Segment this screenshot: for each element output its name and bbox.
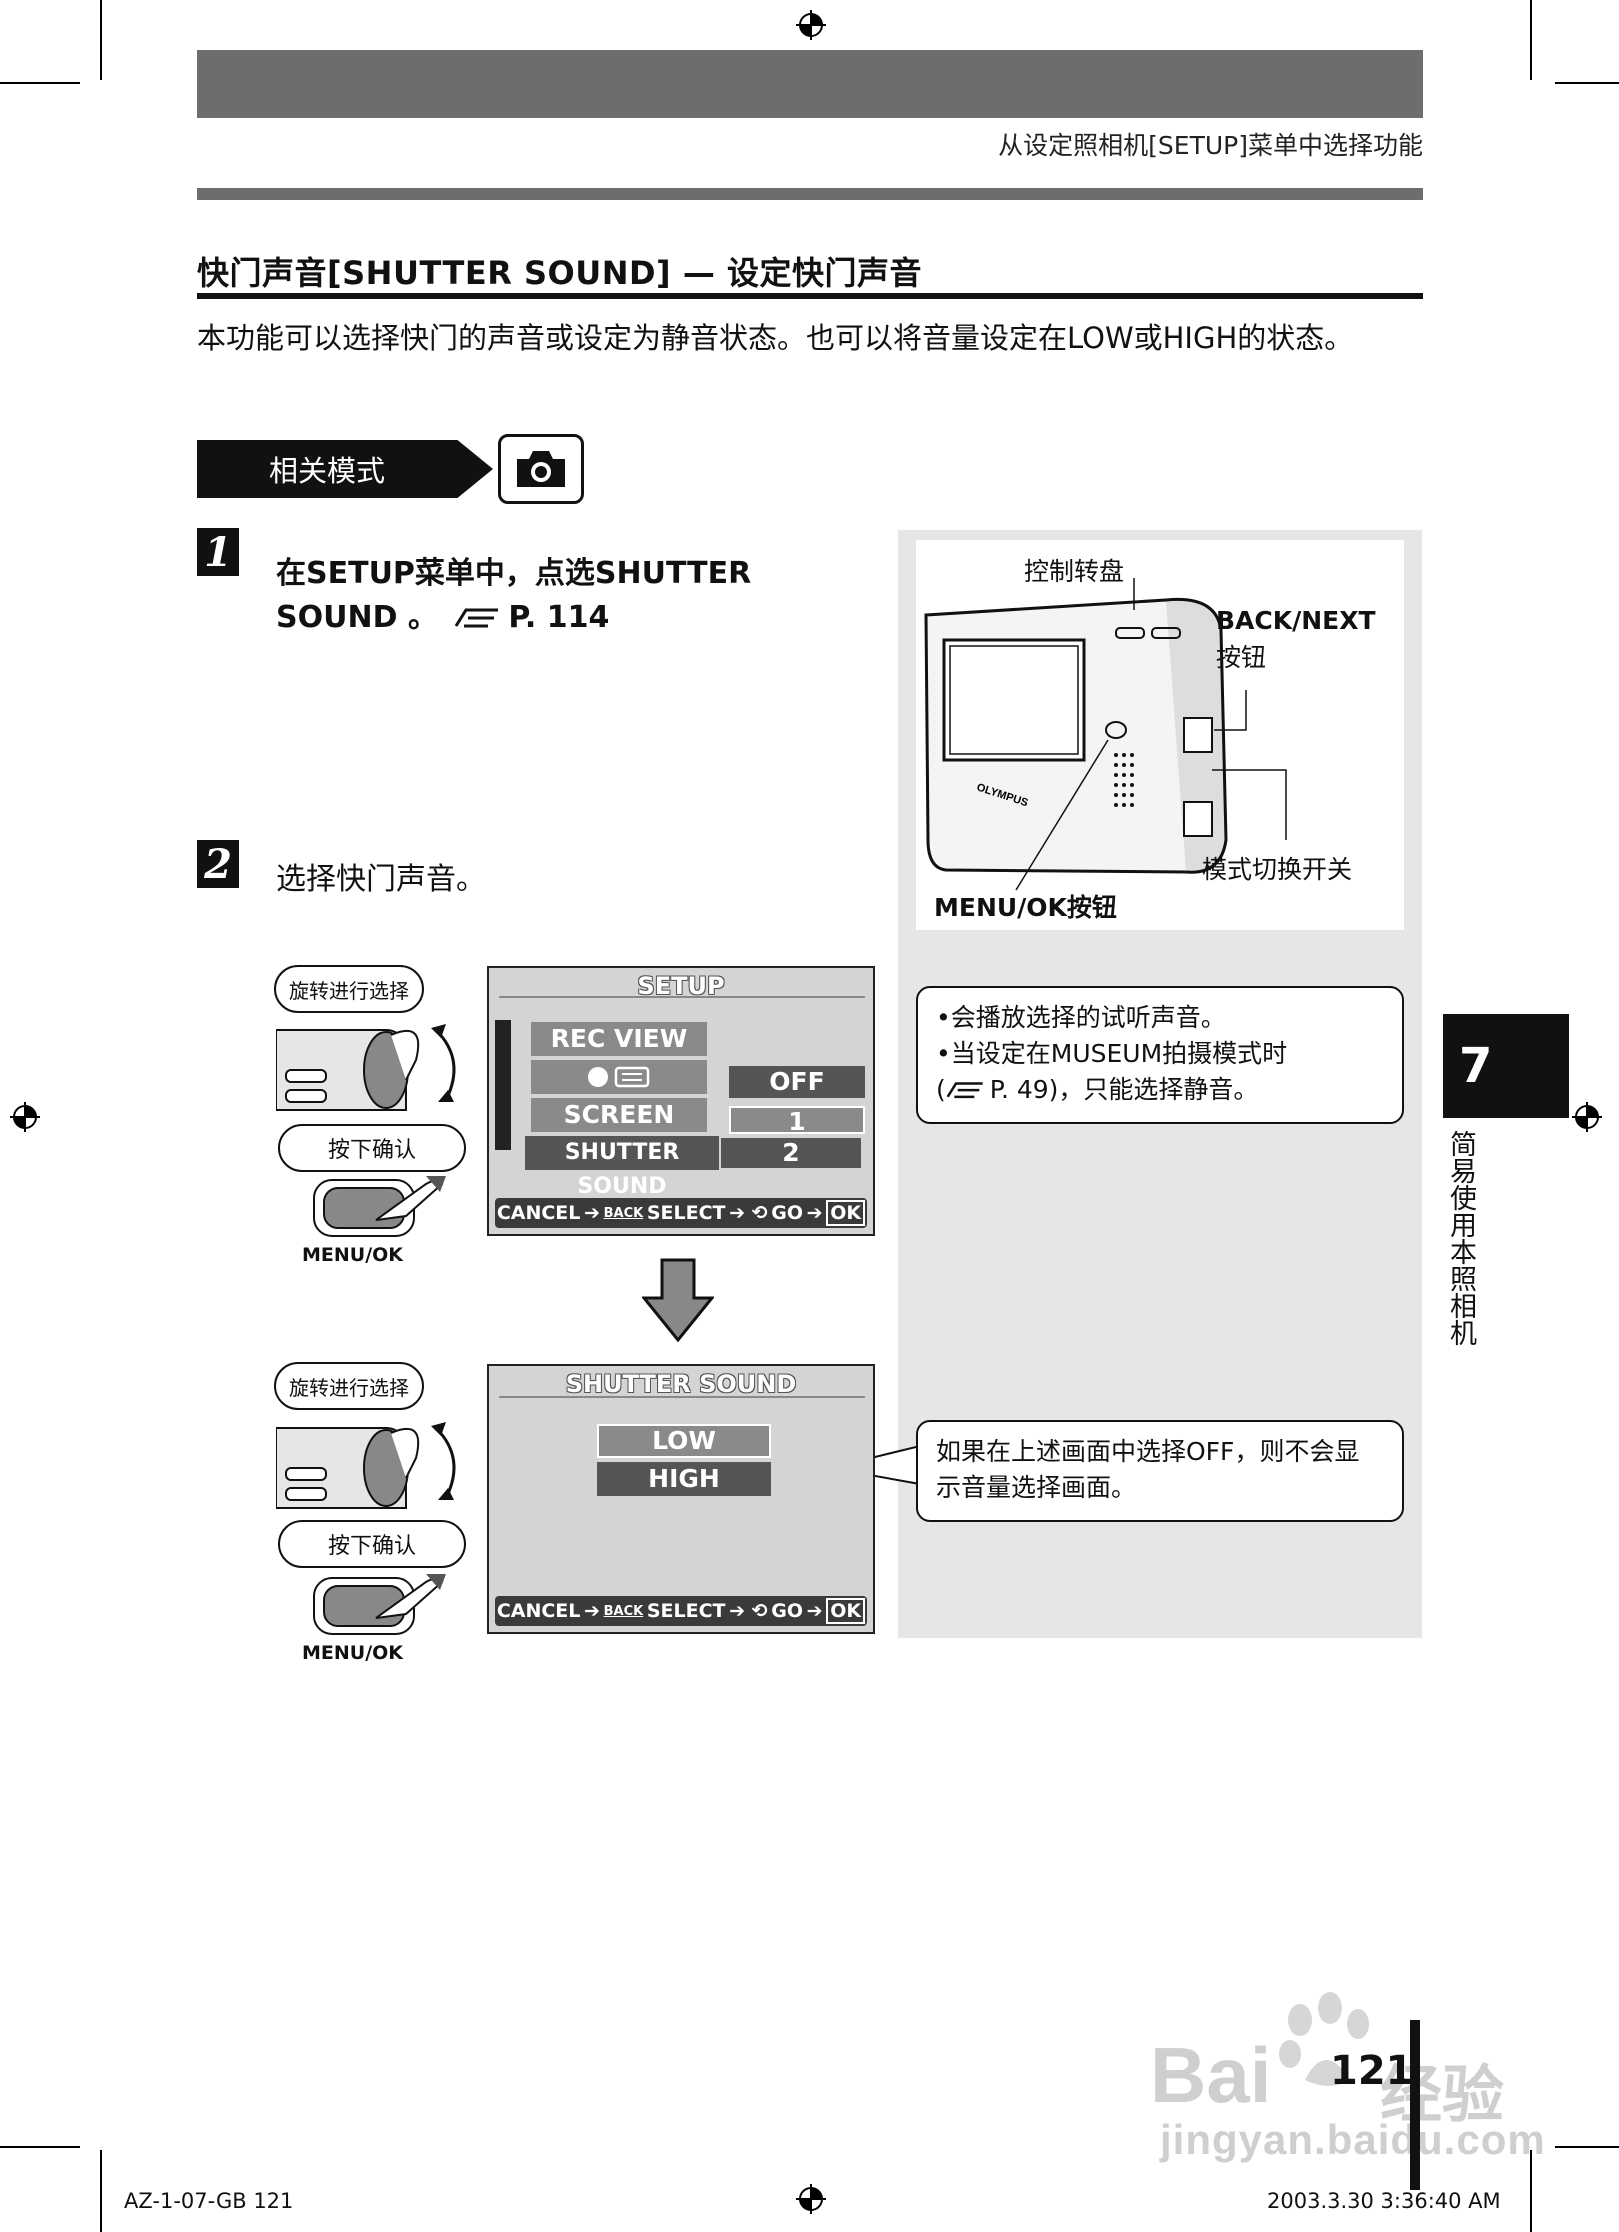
dial-label: 控制转盘 [1024, 557, 1125, 586]
note-box-2: 如果在上述画面中选择OFF，则不会显示音量选择画面。 [916, 1420, 1404, 1522]
crop-mark [1555, 82, 1619, 84]
press-bubble: 按下确认 [278, 1520, 466, 1568]
select-hint: SELECT [646, 1202, 726, 1224]
note-box-1: •会播放选择的试听声音。 •当设定在MUSEUM拍摄模式时 (P. 49)，只能… [916, 986, 1404, 1124]
section-header: 从设定照相机[SETUP]菜单中选择功能 [998, 131, 1423, 160]
option-low[interactable]: LOW [597, 1424, 771, 1458]
crop-mark [1530, 0, 1532, 80]
lcd-footer: CANCEL ➔ BACK SELECT ➔ ⟲ GO ➔ OK [495, 1198, 867, 1228]
header-rule [197, 188, 1423, 200]
crop-mark [100, 2150, 102, 2232]
step-number: 1 [197, 528, 239, 576]
go-hint: GO [771, 1600, 803, 1622]
arrow-icon: ➔ ⟲ [729, 1600, 768, 1622]
back-next-label: BACK/NEXT [1216, 606, 1376, 635]
control-dial-illustration [276, 1024, 456, 1111]
reference-hand-icon [946, 1082, 983, 1099]
menu-ok-caption: MENU/OK [302, 1244, 404, 1266]
lcd-title: SHUTTER SOUND [565, 1370, 797, 1398]
lcd-screen-setup: SETUP REC VIEW SCREEN SHUTTER SOUND OFF … [487, 966, 875, 1236]
option-off[interactable]: OFF [729, 1066, 865, 1098]
lcd-screen-shutter-sound: SHUTTER SOUND LOW HIGH CANCEL ➔ BACK SEL… [487, 1364, 875, 1634]
registration-mark-icon [10, 1102, 40, 1132]
mode-tag: 相关模式 [197, 440, 493, 498]
note-1-line1: •会播放选择的试听声音。 [936, 1003, 1226, 1032]
camera-illustration-box: OLYMPUS 控制转盘 BACK/NEXT 按钮 模式切换开关 MENU/OK… [916, 540, 1404, 930]
crop-mark [100, 0, 102, 80]
paw-logo-icon [1279, 1992, 1369, 2086]
step-1-text: 在SETUP菜单中，点选SHUTTER SOUND 。 P. 114 [276, 552, 836, 640]
arrow-icon: ➔ [584, 1600, 600, 1622]
footer-right: 2003.3.30 3:36:40 AM [1267, 2189, 1501, 2213]
note-1-line2: •当设定在MUSEUM拍摄模式时 [936, 1039, 1288, 1068]
mode-label: 相关模式 [269, 454, 386, 488]
intro-paragraph: 本功能可以选择快门的声音或设定为静音状态。也可以将音量设定在LOW或HIGH的状… [197, 321, 1354, 355]
menu-item-language[interactable] [531, 1060, 707, 1094]
lcd-title: SETUP [637, 972, 725, 1000]
arrow-icon: ➔ ⟲ [729, 1202, 768, 1224]
page-title: 快门声音[SHUTTER SOUND] — 设定快门声音 [197, 254, 922, 292]
crop-mark [0, 82, 80, 84]
cancel-hint: CANCEL [496, 1202, 581, 1224]
camera-icon [498, 434, 584, 504]
mode-switch-label: 模式切换开关 [1202, 855, 1353, 884]
registration-mark-icon [1572, 1102, 1602, 1132]
select-hint: SELECT [646, 1600, 726, 1622]
ok-hint: OK [826, 1598, 866, 1624]
rotate-bubble: 旋转进行选择 [274, 1362, 424, 1410]
registration-mark-icon [796, 2184, 826, 2214]
step-2-text: 选择快门声音。 [276, 862, 486, 897]
arrow-icon: ➔ [584, 1202, 600, 1224]
watermark-brand-2: 经验 [1380, 2058, 1505, 2131]
header-bar [197, 50, 1423, 118]
step-1-line1: 在SETUP菜单中，点选SHUTTER [276, 556, 752, 591]
title-rule [197, 293, 1423, 299]
menu-item-screen[interactable]: SCREEN [531, 1098, 707, 1132]
menu-ok-button-illustration [313, 1574, 446, 1635]
press-bubble: 按下确认 [278, 1124, 466, 1172]
step-1-line2: SOUND 。 P. 114 [276, 600, 610, 635]
menu-item-rec-view[interactable]: REC VIEW [531, 1022, 707, 1056]
back-next-sub-label: 按钮 [1216, 643, 1267, 672]
crop-mark [0, 2146, 80, 2148]
page-number: 121 [1330, 2048, 1414, 2094]
step-number: 2 [197, 840, 239, 888]
option-2[interactable]: 2 [721, 1138, 861, 1168]
reference-hand-icon [455, 608, 499, 627]
option-1[interactable]: 1 [729, 1106, 865, 1136]
crop-mark [1555, 2146, 1619, 2148]
ok-hint: OK [826, 1200, 866, 1226]
option-high[interactable]: HIGH [597, 1462, 771, 1496]
arrow-icon: ➔ [806, 1600, 823, 1622]
watermark-brand: Bai [1150, 2031, 1272, 2119]
rotate-bubble: 旋转进行选择 [274, 965, 424, 1013]
back-hint: BACK [603, 1205, 644, 1221]
cancel-hint: CANCEL [496, 1600, 581, 1622]
menu-item-shutter-sound[interactable]: SHUTTER SOUND [525, 1136, 719, 1199]
menu-ok-button-illustration [313, 1176, 446, 1237]
registration-mark-icon [796, 10, 826, 40]
page-marker [1410, 2020, 1420, 2190]
chapter-title: 简易使用本照相机 [1445, 1130, 1476, 1346]
menu-ok-caption: MENU/OK [302, 1642, 404, 1664]
arrow-icon: ➔ [806, 1202, 823, 1224]
scroll-indicator [495, 1020, 511, 1150]
lcd-footer: CANCEL ➔ BACK SELECT ➔ ⟲ GO ➔ OK [495, 1596, 867, 1626]
down-arrow-icon [642, 1258, 714, 1342]
crop-mark [1530, 2150, 1532, 2232]
footer-left: AZ-1-07-GB 121 [124, 2189, 294, 2213]
back-hint: BACK [603, 1603, 644, 1619]
control-dial-illustration [276, 1422, 456, 1509]
camera-illustration: OLYMPUS [924, 578, 1287, 891]
chapter-tab: 7 [1443, 1014, 1569, 1118]
go-hint: GO [771, 1202, 803, 1224]
watermark-url: jingyan.baidu.com [1160, 2116, 1546, 2163]
language-icon [588, 1066, 650, 1088]
menu-ok-label: MENU/OK按钮 [934, 893, 1117, 922]
note-1-line3: (P. 49)，只能选择静音。 [936, 1075, 1259, 1104]
